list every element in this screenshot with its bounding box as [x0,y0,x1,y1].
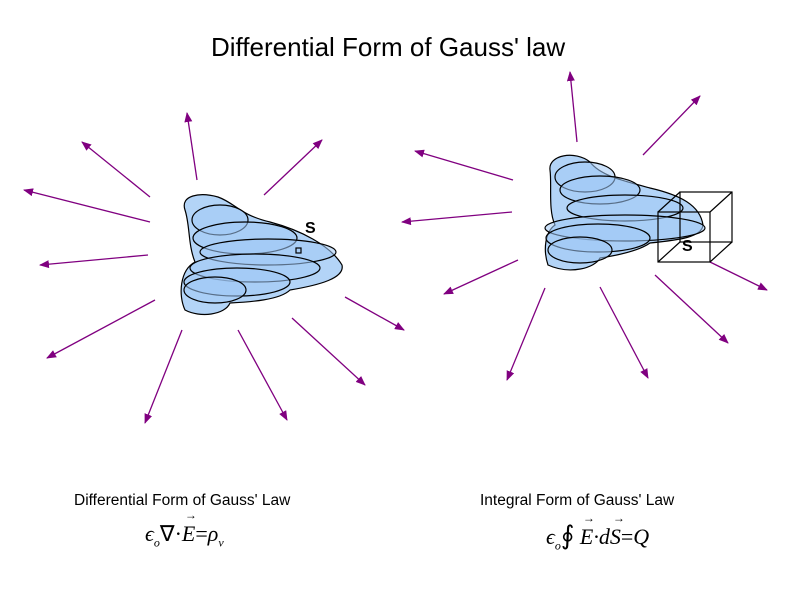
slide-title: Differential Form of Gauss' law [211,32,566,62]
field-arrow [566,71,578,143]
gaussian-cube-icon [657,191,733,263]
closed-integral: ∮ [560,521,575,550]
left-charge-blob [180,194,343,316]
field-arrow [46,299,156,359]
field-arrow [344,296,405,331]
equals: = [620,524,634,549]
equals: = [195,521,208,546]
field-arrow [39,254,149,269]
differential-equation: ϵo∇·E=ρv [145,508,224,550]
integral-caption: Integral Form of Gauss' Law [480,492,675,509]
epsilon: ϵ [546,524,555,549]
field-arrow [414,149,514,181]
field-arrow [506,287,546,381]
charge-q: Q [633,524,650,549]
epsilon-sub: o [153,535,160,550]
differential-caption: Differential Form of Gauss' Law [74,492,291,509]
field-arrow [184,112,198,181]
field-arrow [23,188,151,223]
epsilon: ϵ [145,521,154,546]
left-surface-label: S [305,220,316,237]
e-vector: E [580,511,596,550]
integral-equation: ϵo∮ E·dS=Q [546,511,650,553]
e-vector: E [182,508,198,547]
field-arrow [654,274,729,344]
right-charge-blob [544,154,733,271]
field-arrow [237,329,288,421]
epsilon-sub: o [554,538,561,553]
field-arrow [709,261,768,291]
dot-d: ·d [593,524,610,549]
field-arrow [401,211,513,226]
field-arrow [599,286,649,379]
rho-sub: v [218,535,224,550]
rho: ρ [207,521,219,546]
field-arrow [443,259,519,295]
field-arrow [291,317,366,386]
s-vector: S [610,511,625,550]
divergence-op: ∇· [159,521,182,546]
field-arrow [642,95,701,156]
field-arrow [81,141,151,198]
small-cube-icon [295,247,302,254]
right-surface-label: S [682,238,693,255]
field-arrow [263,139,323,196]
field-arrow [144,329,183,424]
